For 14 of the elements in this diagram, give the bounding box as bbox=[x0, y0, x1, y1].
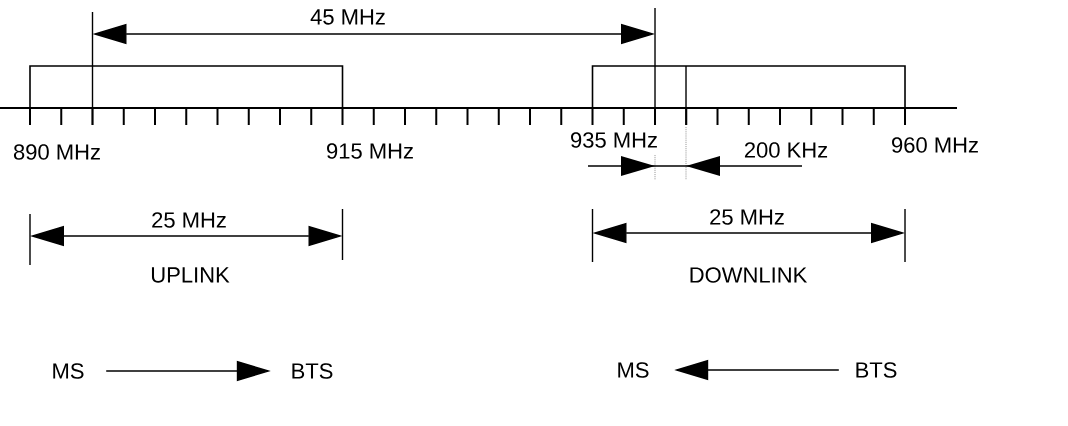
frequency-label: 935 MHz bbox=[571, 132, 657, 148]
dimension-label: 25 MHz bbox=[710, 209, 784, 225]
dimension-label: 45 MHz bbox=[310, 9, 385, 25]
dimension-label: 200 KHz bbox=[744, 142, 828, 158]
dimension-label: 25 MHz bbox=[152, 212, 226, 228]
frequency-label: 890 MHz bbox=[13, 144, 100, 160]
station-label: BTS bbox=[292, 363, 333, 379]
band-label: DOWNLINK bbox=[690, 267, 808, 283]
station-label: MS bbox=[618, 362, 649, 378]
station-label: BTS bbox=[856, 362, 897, 378]
band-label: UPLINK bbox=[151, 267, 230, 283]
frequency-label: 960 MHz bbox=[892, 137, 978, 153]
frequency-label: 915 MHz bbox=[327, 143, 413, 159]
station-label: MS bbox=[53, 363, 84, 379]
